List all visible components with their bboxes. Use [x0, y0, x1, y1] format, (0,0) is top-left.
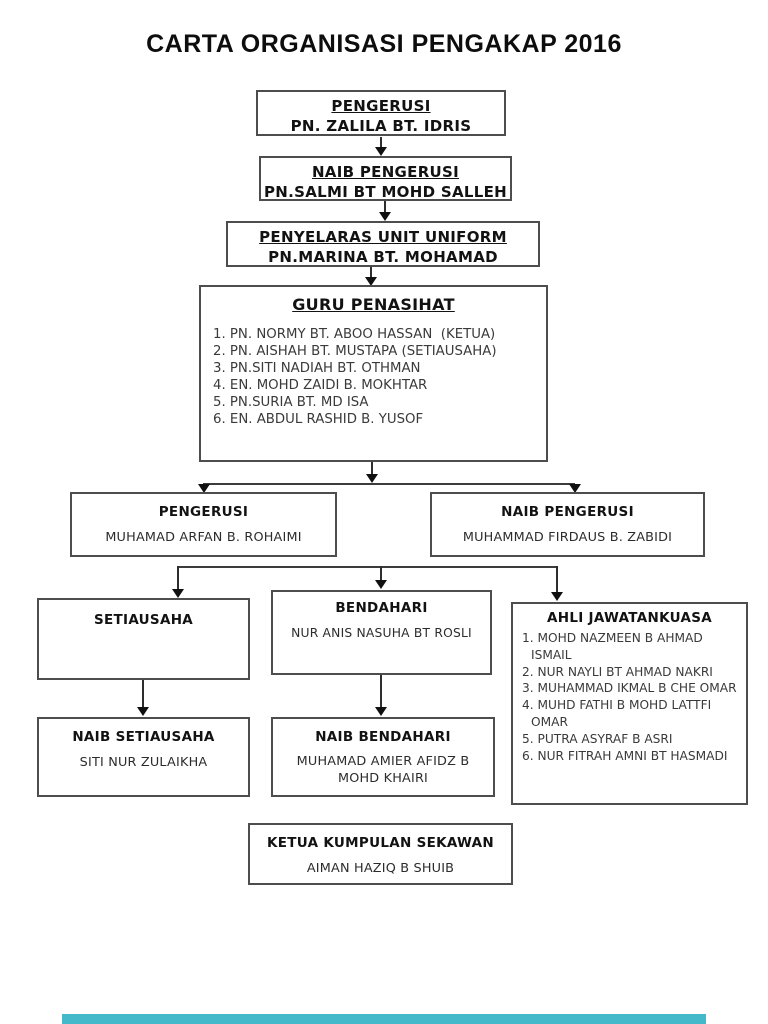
page-bottom-bar — [62, 1014, 706, 1024]
box-naib-pengerusi-pelajar-title: NAIB PENGERUSI — [501, 504, 634, 520]
ahli-member: 5. PUTRA ASYRAF B ASRI — [522, 731, 673, 746]
ahli-member: 6. NUR FITRAH AMNI BT HASMADI — [522, 748, 728, 763]
page-title: CARTA ORGANISASI PENGAKAP 2016 — [146, 30, 622, 58]
box-pengerusi-pelajar: PENGERUSI MUHAMAD ARFAN B. ROHAIMI — [70, 492, 337, 557]
connector-naib-penyelaras — [384, 201, 386, 213]
arrowhead-guru-branch — [366, 474, 378, 483]
connector-branch-ahli — [556, 566, 558, 593]
box-naib-pengerusi-pelajar: NAIB PENGERUSI MUHAMMAD FIRDAUS B. ZABID… — [430, 492, 705, 557]
guru-member: 1. PN. NORMY BT. ABOO HASSAN (KETUA) — [213, 327, 496, 342]
box-bendahari-title: BENDAHARI — [335, 600, 428, 616]
box-guru-penasihat-title: GURU PENASIHAT — [292, 295, 455, 314]
box-setiausaha: SETIAUSAHA — [37, 598, 250, 680]
connector-branch-bendahari — [380, 566, 382, 581]
box-pengerusi-title: PENGERUSI — [331, 97, 431, 115]
box-pengerusi-pelajar-title: PENGERUSI — [158, 504, 249, 520]
guru-member: 6. EN. ABDUL RASHID B. YUSOF — [213, 412, 424, 427]
ahli-member: 4. MUHD FATHI B MOHD LATTFI — [522, 698, 712, 713]
arrowhead-branch-setiausaha — [172, 589, 184, 598]
box-ketua-kumpulan: KETUA KUMPULAN SEKAWAN AIMAN HAZIQ B SHU… — [248, 823, 513, 885]
arrowhead-naib-penyelaras — [379, 212, 391, 221]
ahli-member: 1. MOHD NAZMEEN B AHMAD — [522, 631, 703, 645]
connector-branch-setiausaha — [177, 566, 179, 590]
box-setiausaha-title: SETIAUSAHA — [93, 612, 194, 628]
box-ahli-jawatankuasa-title: AHLI JAWATANKUASA — [546, 610, 713, 626]
guru-member: 3. PN.SITI NADIAH BT. OTHMAN — [213, 361, 421, 376]
guru-member: 4. EN. MOHD ZAIDI B. MOKHTAR — [213, 378, 428, 393]
ahli-member-cont: ISMAIL — [531, 647, 572, 662]
box-pengerusi-name: PN. ZALILA BT. IDRIS — [290, 117, 472, 135]
arrowhead-branch-bendahari — [375, 580, 387, 589]
connector-pengerusi-naib — [380, 137, 382, 149]
arrowhead-setiausaha-naib — [137, 707, 149, 716]
box-naib-bendahari-name-line1: MUHAMAD AMIER AFIDZ B — [296, 754, 470, 769]
box-ahli-jawatankuasa: AHLI JAWATANKUASA 1. MOHD NAZMEEN B AHMA… — [511, 602, 748, 805]
branch-line-row2 — [203, 483, 575, 485]
box-penyelaras-name: PN.MARINA BT. MOHAMAD — [268, 248, 498, 266]
box-naib-setiausaha-name: SITI NUR ZULAIKHA — [79, 755, 208, 770]
ahli-member-cont: OMAR — [531, 714, 568, 729]
connector-guru-branch — [371, 462, 373, 475]
box-naib-pengerusi-pelajar-name: MUHAMMAD FIRDAUS B. ZABIDI — [462, 530, 673, 545]
box-naib-pengerusi-title: NAIB PENGERUSI — [311, 163, 460, 181]
guru-member: 2. PN. AISHAH BT. MUSTAPA (SETIAUSAHA) — [213, 344, 497, 359]
arrowhead-penyelaras-guru — [365, 277, 377, 286]
box-pengerusi: PENGERUSI PN. ZALILA BT. IDRIS — [256, 90, 506, 136]
box-naib-bendahari-name-line2: MOHD KHAIRI — [337, 771, 429, 786]
arrowhead-bendahari-naib — [375, 707, 387, 716]
guru-penasihat-list: 1. PN. NORMY BT. ABOO HASSAN (KETUA) 2. … — [201, 326, 546, 428]
connector-penyelaras-guru — [370, 267, 372, 278]
connector-setiausaha-naib — [142, 680, 144, 708]
box-bendahari: BENDAHARI NUR ANIS NASUHA BT ROSLI — [271, 590, 492, 675]
box-naib-bendahari: NAIB BENDAHARI MUHAMAD AMIER AFIDZ B MOH… — [271, 717, 495, 797]
box-pengerusi-pelajar-name: MUHAMAD ARFAN B. ROHAIMI — [105, 530, 302, 545]
box-ketua-kumpulan-name: AIMAN HAZIQ B SHUIB — [306, 861, 455, 876]
arrowhead-branch-naib-pengerusi — [569, 484, 581, 493]
box-penyelaras: PENYELARAS UNIT UNIFORM PN.MARINA BT. MO… — [226, 221, 540, 267]
connector-bendahari-naib — [380, 675, 382, 708]
box-naib-setiausaha-title: NAIB SETIAUSAHA — [72, 729, 215, 745]
box-naib-pengerusi-name: PN.SALMI BT MOHD SALLEH — [264, 183, 507, 201]
arrowhead-pengerusi-naib — [375, 147, 387, 156]
guru-member: 5. PN.SURIA BT. MD ISA — [213, 395, 369, 410]
box-ketua-kumpulan-title: KETUA KUMPULAN SEKAWAN — [267, 835, 494, 851]
box-naib-setiausaha: NAIB SETIAUSAHA SITI NUR ZULAIKHA — [37, 717, 250, 797]
ahli-jawatankuasa-list: 1. MOHD NAZMEEN B AHMAD ISMAIL 2. NUR NA… — [513, 630, 746, 764]
ahli-member: 3. MUHAMMAD IKMAL B CHE OMAR — [522, 681, 737, 696]
branch-line-row3 — [178, 566, 558, 568]
box-guru-penasihat: GURU PENASIHAT 1. PN. NORMY BT. ABOO HAS… — [199, 285, 548, 462]
box-naib-pengerusi: NAIB PENGERUSI PN.SALMI BT MOHD SALLEH — [259, 156, 512, 201]
arrowhead-branch-ahli — [551, 592, 563, 601]
box-penyelaras-title: PENYELARAS UNIT UNIFORM — [259, 228, 507, 246]
box-naib-bendahari-title: NAIB BENDAHARI — [315, 729, 451, 745]
ahli-member: 2. NUR NAYLI BT AHMAD NAKRI — [522, 664, 713, 679]
arrowhead-branch-pengerusi — [198, 484, 210, 493]
box-bendahari-name: NUR ANIS NASUHA BT ROSLI — [291, 626, 472, 640]
